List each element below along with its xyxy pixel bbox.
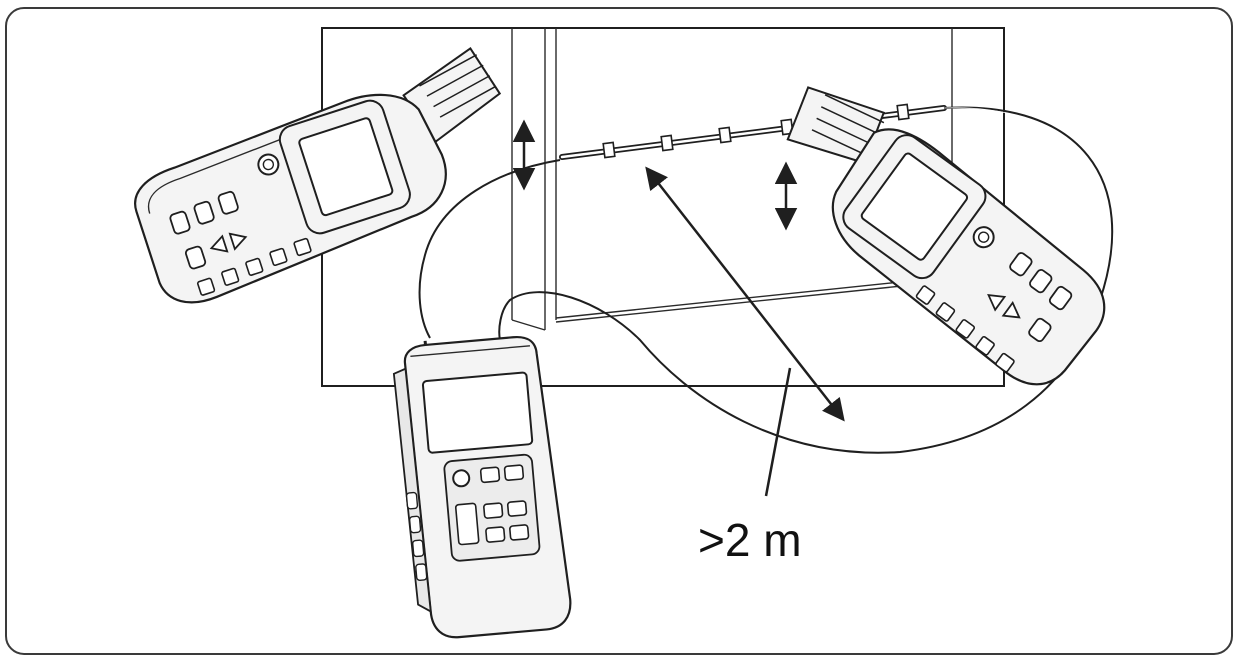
transmitter-button xyxy=(483,502,504,519)
label-pointer-line xyxy=(764,367,792,497)
receiver-left-screen xyxy=(298,117,394,217)
receiver-left xyxy=(134,46,502,304)
outer-frame xyxy=(5,7,1233,655)
transmitter-button xyxy=(509,524,530,541)
transmitter-button xyxy=(506,500,528,517)
transmitter-button xyxy=(503,464,525,481)
receiver-right-button xyxy=(1009,252,1033,277)
receiver-left-button xyxy=(184,245,207,270)
receiver-right xyxy=(786,86,1106,386)
receiver-right-sensor-head xyxy=(786,86,886,165)
receiver-right-screen xyxy=(860,152,969,261)
receiver-right-knob-icon xyxy=(972,226,995,249)
transmitter xyxy=(392,335,572,639)
receiver-right-left-arrow-icon xyxy=(987,294,1007,312)
receiver-left-right-arrow-icon xyxy=(228,232,248,251)
receiver-left-knob-icon xyxy=(257,153,280,176)
transmitter-button xyxy=(479,466,501,484)
receiver-right-button xyxy=(1028,317,1052,343)
receiver-left-left-arrow-icon xyxy=(209,234,229,253)
receiver-right-button xyxy=(1048,285,1073,311)
distance-label: >2 m xyxy=(698,514,802,566)
receiver-left-button xyxy=(169,210,191,235)
receiver-left-button xyxy=(193,200,215,225)
transmitter-button xyxy=(454,502,480,546)
receiver-right-button xyxy=(1029,269,1053,294)
distance-arrow-icon xyxy=(645,166,845,422)
receiver-right-right-arrow-icon xyxy=(1001,300,1021,319)
transmitter-knob-icon xyxy=(452,469,471,488)
transmitter-screen xyxy=(421,371,534,454)
transmitter-button xyxy=(485,526,506,543)
receiver-left-button xyxy=(217,190,239,215)
